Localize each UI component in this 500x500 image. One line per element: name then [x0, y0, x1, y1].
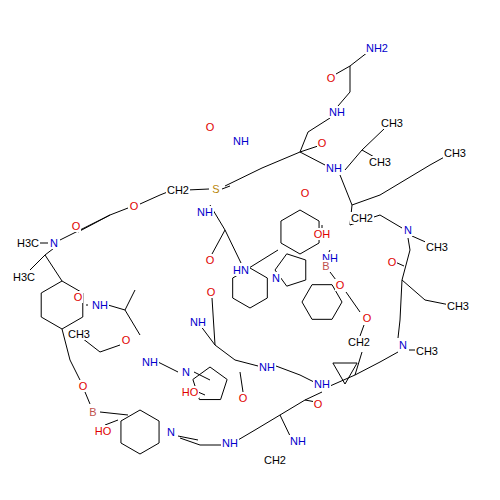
bond-line — [338, 52, 368, 106]
atom-label: NH — [141, 356, 159, 368]
atom-label: O — [238, 392, 249, 404]
atom-label: O — [362, 312, 373, 324]
atom-label: N — [403, 224, 413, 236]
atom-label: HO — [94, 425, 113, 437]
bond-line — [350, 205, 402, 228]
bond-line — [158, 362, 178, 372]
atom-label: O — [326, 72, 337, 84]
atom-label: O — [71, 220, 82, 232]
atom-label: O — [73, 291, 84, 303]
atom-label: HN — [232, 264, 250, 276]
bond-line — [240, 372, 243, 392]
atom-label: HO — [181, 386, 200, 398]
bond-line — [41, 281, 83, 329]
atom-label: O — [205, 254, 216, 266]
bond-line — [60, 208, 128, 240]
atom-label: NH — [258, 361, 276, 373]
atom-label: CH2 — [166, 184, 190, 196]
atom-label: O — [335, 279, 346, 291]
atom-label: O — [206, 286, 217, 298]
atom-label: NH — [196, 206, 214, 218]
atom-label: B — [88, 406, 97, 418]
atom-label: N — [181, 366, 191, 378]
atom-label: O — [313, 398, 324, 410]
bond-line — [30, 255, 45, 270]
atom-label: O — [317, 137, 328, 149]
bond-line — [346, 292, 360, 312]
bond-line — [212, 230, 225, 254]
atom-label: NH2 — [365, 42, 389, 54]
bond-line — [45, 245, 62, 281]
atom-label: O — [205, 121, 216, 133]
bond-line — [100, 412, 128, 415]
bond-line — [330, 352, 398, 386]
atom-label: CH3 — [67, 328, 91, 340]
atom-label: NH — [289, 435, 307, 447]
bond-line — [85, 392, 90, 404]
atom-label: CH3 — [368, 156, 392, 168]
bond-line — [200, 325, 258, 366]
bond-line — [180, 438, 222, 445]
atom-label: NH — [221, 437, 239, 449]
atom-label: O — [300, 187, 311, 199]
atom-label: NH — [232, 135, 250, 147]
atom-label: N — [398, 339, 408, 351]
atom-label: O — [121, 334, 132, 346]
bond-line — [340, 155, 448, 205]
atom-label: CH3 — [425, 241, 449, 253]
atom-label: H3C — [16, 237, 40, 249]
atom-label: CH3 — [443, 147, 467, 159]
atom-label: CH3 — [415, 345, 439, 357]
bond-line — [86, 305, 88, 306]
atom-label: O — [78, 380, 89, 392]
atom-label: NH — [313, 378, 331, 390]
atom-label: OH — [313, 228, 332, 240]
bond-line — [82, 338, 120, 352]
bond-line — [187, 189, 209, 190]
atom-label: S — [211, 183, 220, 195]
bond-line — [336, 66, 350, 74]
bond-line — [300, 146, 318, 152]
bond-line — [222, 186, 230, 189]
atom-label: NH — [189, 316, 207, 328]
atom-label: N — [49, 237, 59, 249]
atom-label: CH2 — [263, 454, 287, 466]
atom-label: N — [271, 272, 281, 284]
atom-label: O — [129, 200, 140, 212]
atom-label: NH — [328, 106, 346, 118]
bond-line — [78, 215, 110, 232]
bond-line — [108, 305, 140, 335]
bond-line — [238, 392, 322, 440]
bond-line — [398, 238, 410, 338]
atom-label: O — [387, 256, 398, 268]
atom-label: B — [321, 260, 330, 272]
bond-line — [360, 325, 364, 336]
atom-label: CH3 — [446, 300, 470, 312]
atom-label: CH2 — [350, 212, 374, 224]
atom-label: CH2 — [347, 336, 371, 348]
atom-label: H3C — [12, 271, 36, 283]
bond-line — [333, 363, 357, 384]
atom-label: N — [166, 426, 176, 438]
bond-line — [276, 366, 316, 383]
bond-line — [121, 410, 159, 454]
bond-line — [212, 298, 215, 345]
atom-label: NH — [325, 162, 343, 174]
bond-line — [249, 250, 278, 268]
bond-line — [402, 280, 450, 305]
bond-line — [178, 436, 198, 440]
bond-line — [40, 243, 48, 244]
bond-line — [125, 290, 135, 310]
bond-line — [300, 118, 330, 152]
atom-label: NH — [91, 299, 109, 311]
atom-label: CH3 — [380, 117, 404, 129]
bond-line — [225, 152, 325, 186]
